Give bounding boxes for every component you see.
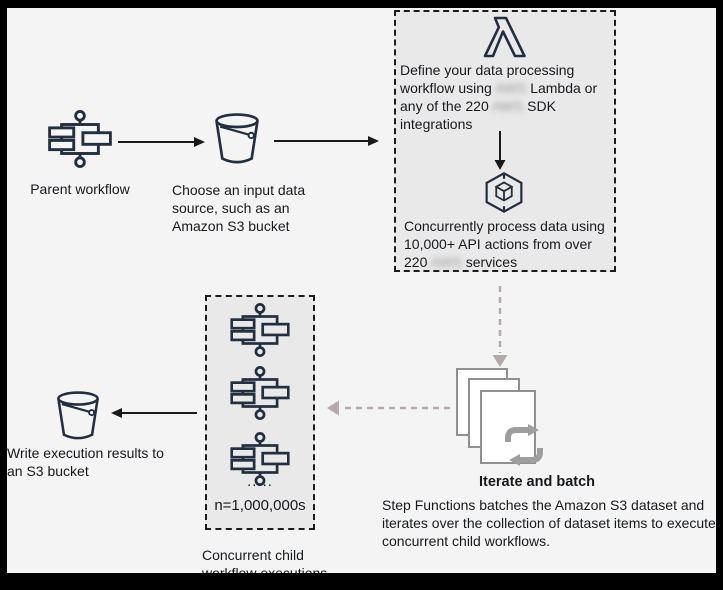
iterate-batch-description: Step Functions batches the Amazon S3 dat… [382,497,716,549]
redacted-word: AWS [430,254,462,270]
frame-border-left [0,0,7,590]
sync-arrows-icon [505,424,543,466]
more-executions-ellipsis: ..... [247,473,273,490]
parent-workflow-label: Parent workflow [30,181,130,197]
parent-workflow-icon [48,110,112,168]
s3-output-bucket-icon [55,390,101,442]
s3-input-bucket-icon [213,112,261,166]
frame-border-top [0,0,723,8]
text-fragment: SDK integrations [400,98,556,132]
redacted-word: AWS [494,80,527,96]
redacted-word: AWS [491,98,524,114]
frame-border-bottom [0,573,723,590]
child-workflow-icon [230,366,290,420]
text-fragment: services [461,254,518,270]
lambda-icon [483,16,526,58]
execution-count: n=1,000,000s [214,497,306,514]
data-processing-box [394,10,616,272]
iterate-batch-title: Iterate and batch [478,474,596,490]
documents-stack-icon [456,368,543,466]
lambda-step-text: Define your data processing workflow usi… [400,61,612,133]
concurrent-executions-box: ..... n=1,000,000s [205,295,315,530]
sdk-cube-icon [485,172,523,213]
child-workflow-icon [230,303,290,357]
sdk-step-text: Concurrently process data using 10,000+ … [404,217,610,271]
text-fragment: Concurrently process data using 10,000+ … [404,218,605,270]
output-bucket-label: Write execution results to an S3 bucket [7,445,164,479]
text-fragment: Lambda or any of the 220 [400,80,598,114]
frame-border-right [716,0,723,590]
text-fragment: Define your data processing workflow usi… [400,62,575,96]
input-bucket-label: Choose an input data source, such as an … [172,182,306,234]
